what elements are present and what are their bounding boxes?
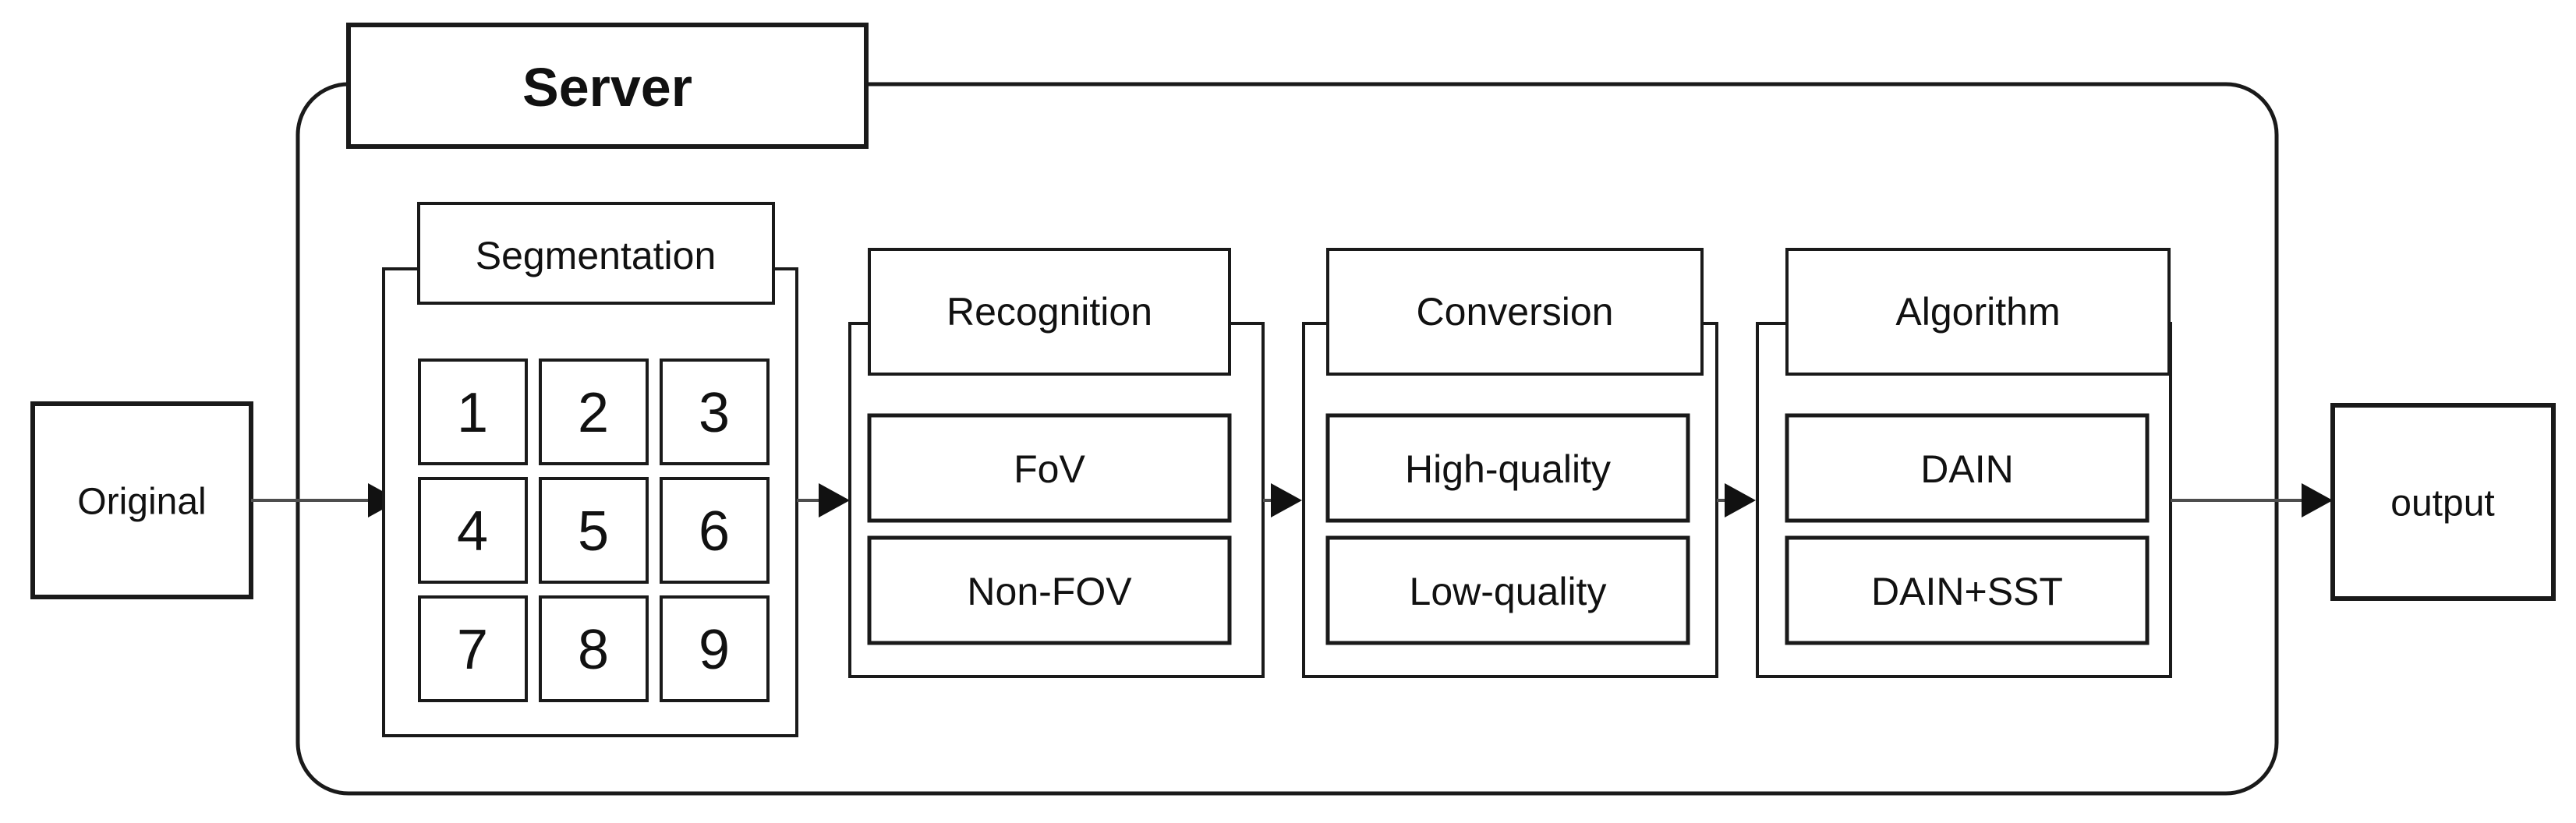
algorithm-item[interactable]: DAIN+SST [1785,535,2150,645]
segmentation-cell-rect[interactable] [418,595,528,702]
server-title-rect [346,23,869,149]
recognition-item[interactable]: FoV [867,413,1232,523]
recognition-item-rect[interactable] [867,535,1232,645]
segmentation-cell-rect[interactable] [660,359,770,465]
segmentation-cell[interactable]: 3 [660,359,770,465]
arrow-recognition-to-conversion [1263,483,1302,517]
segmentation-header-rect [417,202,775,305]
conversion-header-label: Conversion [1417,290,1614,334]
segmentation-cell-rect[interactable] [660,477,770,584]
segmentation-cell[interactable]: 5 [539,477,649,584]
recognition-item-label: FoV [1014,447,1085,491]
arrow-tip [1725,483,1756,517]
arrow-conversion-to-algorithm [1717,483,1756,517]
stage-conversion: Conversion High-quality Low-quality [1302,248,1718,678]
segmentation-grid: 1 2 3 4 5 [418,359,770,702]
segmentation-cell-label: 7 [457,619,488,681]
segmentation-cell-label: 1 [457,382,488,444]
segmentation-cell-label: 3 [699,382,730,444]
conversion-item-label: Low-quality [1410,570,1607,613]
stage-recognition: Recognition FoV Non-FOV [848,248,1265,678]
server-title-label: Server [522,57,692,118]
segmentation-cell-rect[interactable] [418,477,528,584]
conversion-item-label: High-quality [1405,447,1611,491]
algorithm-header-label: Algorithm [1895,290,2060,334]
segmentation-cell-label: 8 [578,619,609,681]
stage-segmentation: Segmentation 1 2 3 4 [382,202,798,737]
segmentation-cell-label: 9 [699,619,730,681]
algorithm-item-rect[interactable] [1785,535,2150,645]
segmentation-cell[interactable]: 7 [418,595,528,702]
algorithm-header-rect [1785,248,2171,376]
recognition-item[interactable]: Non-FOV [867,535,1232,645]
server-title-box: Server [346,23,869,149]
segmentation-cell-rect[interactable] [660,595,770,702]
algorithm-item-label: DAIN [1920,447,2013,491]
recognition-header-rect [868,248,1231,376]
segmentation-cell[interactable]: 2 [539,359,649,465]
algorithm-item[interactable]: DAIN [1785,413,2150,523]
recognition-header-label: Recognition [947,290,1152,334]
conversion-item-rect[interactable] [1325,413,1690,523]
stage-algorithm: Algorithm DAIN DAIN+SST [1756,248,2172,678]
conversion-item-rect[interactable] [1325,535,1690,645]
arrow-tip [2302,483,2333,517]
segmentation-cell[interactable]: 4 [418,477,528,584]
segmentation-cell[interactable]: 6 [660,477,770,584]
original-rect[interactable] [30,401,253,599]
conversion-item[interactable]: High-quality [1325,413,1690,523]
segmentation-cell-rect[interactable] [539,359,649,465]
recognition-item-rect[interactable] [867,413,1232,523]
algorithm-item-label: DAIN+SST [1871,570,2063,613]
conversion-item[interactable]: Low-quality [1325,535,1690,645]
segmentation-cell-label: 4 [457,500,488,563]
segmentation-cell-label: 6 [699,500,730,563]
recognition-item-label: Non-FOV [967,570,1132,613]
segmentation-cell[interactable]: 1 [418,359,528,465]
segmentation-cell-label: 5 [578,500,609,563]
conversion-header-rect [1326,248,1704,376]
algorithm-item-rect[interactable] [1785,413,2150,523]
output-rect[interactable] [2330,403,2556,601]
segmentation-cell[interactable]: 8 [539,595,649,702]
segmentation-cell[interactable]: 9 [660,595,770,702]
segmentation-cell-rect[interactable] [539,477,649,584]
arrow-tip [819,483,850,517]
output-label: output [2390,483,2494,525]
segmentation-header-label: Segmentation [476,234,717,277]
segmentation-cell-rect[interactable] [539,595,649,702]
original-label: Original [77,482,206,523]
segmentation-cell-label: 2 [578,382,609,444]
arrow-tip [1271,483,1302,517]
output-box[interactable]: output [2330,403,2556,601]
segmentation-cell-rect[interactable] [418,359,528,465]
original-box[interactable]: Original [30,401,253,599]
arrow-segmentation-to-recognition [797,483,850,517]
arrow-algorithm-to-output [2171,483,2333,517]
